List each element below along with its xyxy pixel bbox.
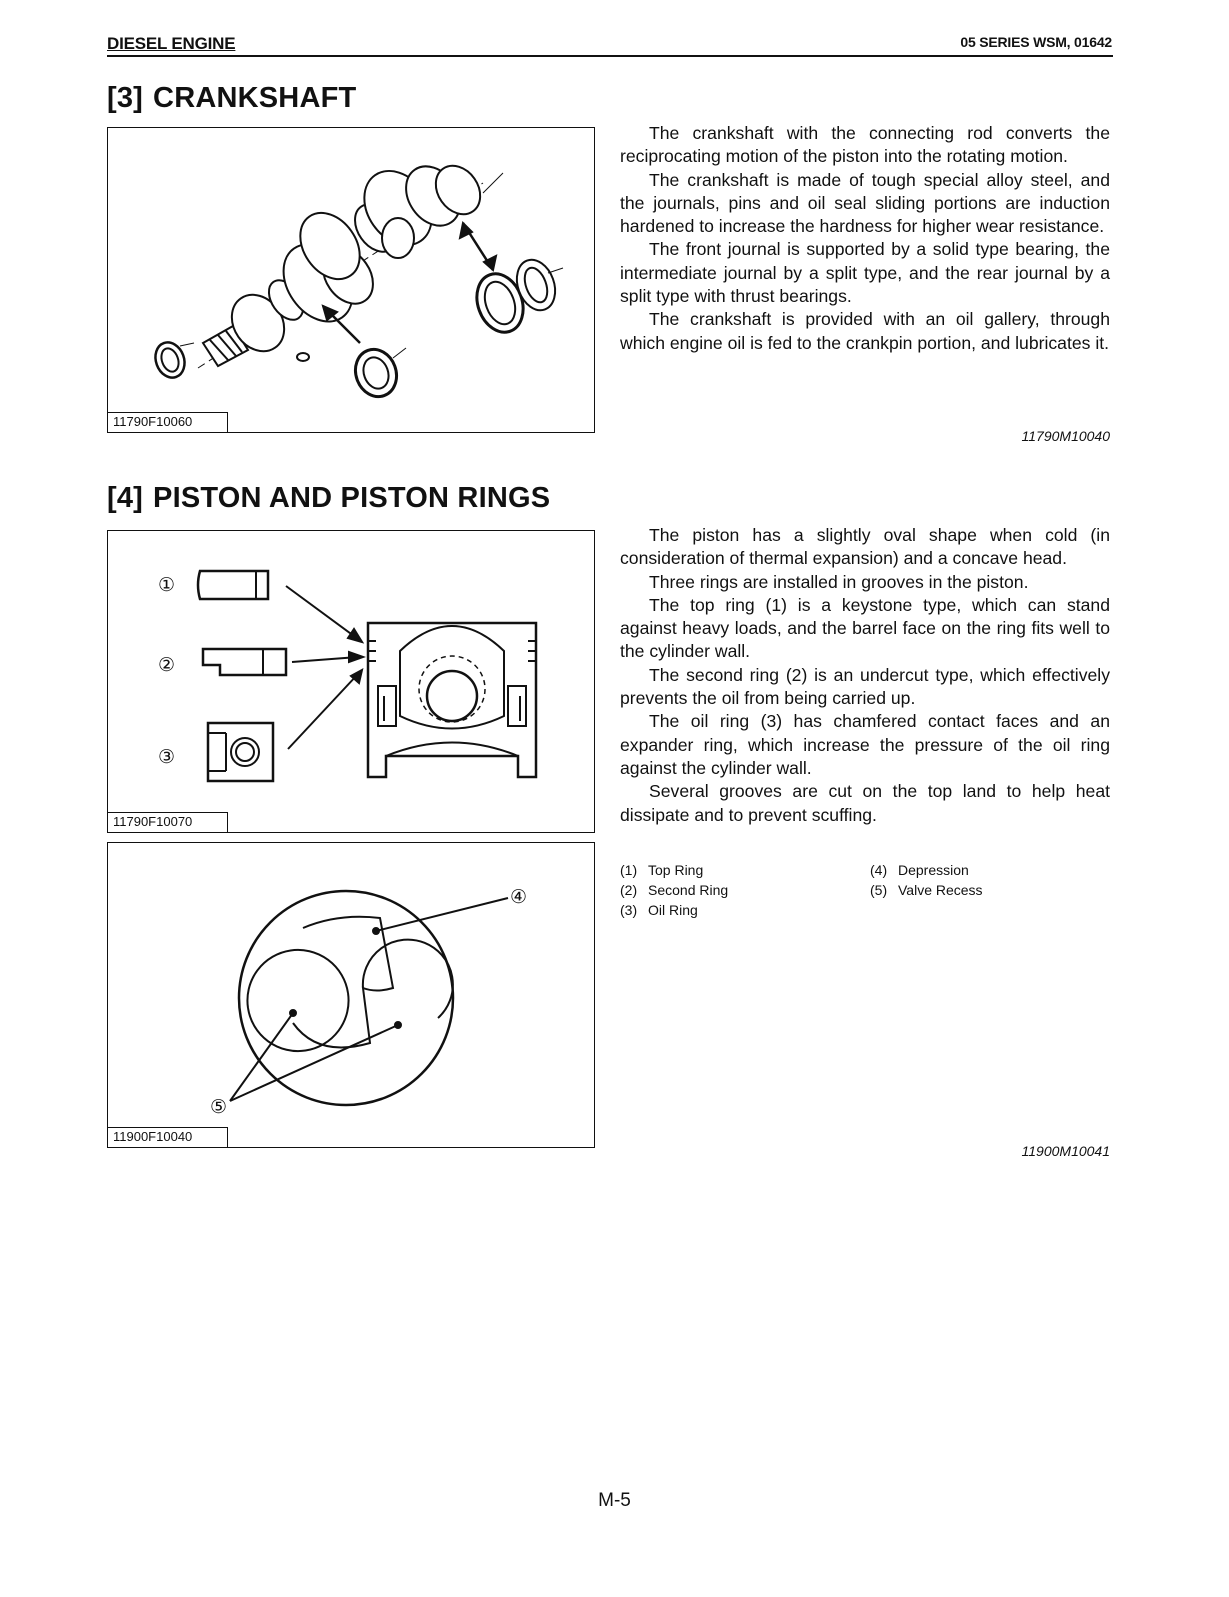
section-title-text: CRANKSHAFT: [153, 82, 357, 114]
figure-code: 11790F10070: [113, 814, 193, 829]
section-title-crankshaft: [3] CRANKSHAFT: [107, 82, 356, 115]
callout-3: ③: [158, 746, 175, 768]
section-number: [3]: [107, 82, 144, 114]
figure-piston-head: ④ ⑤ 11900F10040: [107, 842, 595, 1148]
legend-item: (2) Second Ring: [620, 880, 860, 900]
crankshaft-description: The crankshaft with the connecting rod c…: [620, 122, 1110, 355]
figure-code: 11900F10040: [113, 1129, 193, 1144]
figure-code: 11790F10060: [113, 414, 193, 429]
paragraph: The top ring (1) is a keystone type, whi…: [620, 594, 1110, 662]
legend-label: Depression: [898, 862, 969, 878]
header-right-title: 05 SERIES WSM, 01642: [960, 34, 1112, 50]
paragraph: The crankshaft with the connecting rod c…: [620, 123, 1110, 167]
paragraph: Three rings are installed in grooves in …: [649, 571, 1029, 592]
section-title-piston: [4] PISTON AND PISTON RINGS: [107, 482, 550, 515]
legend-label: Top Ring: [648, 862, 704, 878]
figure-code-frame: [108, 412, 228, 432]
legend-number: (1): [620, 862, 638, 878]
crankshaft-illustration: [154, 164, 564, 399]
piston-description: The piston has a slightly oval shape whe…: [620, 524, 1110, 827]
paragraph: The oil ring (3) has chamfered contact f…: [620, 711, 1110, 778]
legend-number: (2): [620, 882, 638, 898]
legend-label: Second Ring: [648, 882, 729, 898]
legend-item: (5) Valve Recess: [870, 880, 1110, 900]
paragraph: The crankshaft is made of tough special …: [620, 169, 1110, 237]
legend-number: (4): [870, 862, 888, 878]
legend-item: (1) Top Ring: [620, 860, 860, 880]
header-rule: [107, 55, 1113, 57]
paragraph: The piston has a slightly oval shape whe…: [620, 525, 1110, 569]
legend-number: (5): [870, 882, 888, 898]
reference-code: 11900M10041: [1021, 1143, 1110, 1159]
paragraph: The crankshaft is provided with an oil g…: [620, 309, 1110, 353]
piston-head-illustration: ④ ⑤: [210, 886, 527, 1118]
legend-label: Valve Recess: [898, 882, 983, 898]
figure-code-frame: [108, 812, 228, 832]
page-number: M-5: [598, 1490, 631, 1511]
legend-label: Oil Ring: [648, 902, 698, 918]
callout-5: ⑤: [210, 1096, 227, 1118]
callout-4: ④: [510, 886, 527, 908]
piston-rings-illustration: ① ② ③: [158, 569, 538, 783]
figure-code-frame: [108, 1127, 228, 1147]
section-title-text: PISTON AND PISTON RINGS: [153, 482, 551, 514]
paragraph: Several grooves are cut on the top land …: [620, 781, 1110, 825]
legend-item: (4) Depression: [870, 860, 1110, 880]
legend-right-column: (4) Depression (5) Valve Recess: [870, 860, 1110, 900]
paragraph: The front journal is supported by a soli…: [620, 239, 1110, 307]
legend-left-column: (1) Top Ring (2) Second Ring (3) Oil Ring: [620, 860, 860, 920]
paragraph: The second ring (2) is an undercut type,…: [620, 664, 1110, 709]
legend-item: (3) Oil Ring: [620, 900, 860, 920]
callout-1: ①: [158, 574, 175, 596]
callout-2: ②: [158, 654, 175, 676]
figure-crankshaft: 11790F10060: [107, 127, 595, 433]
reference-code: 11790M10040: [1021, 428, 1110, 444]
figure-piston-rings: ① ② ③ 11790F10070: [107, 530, 595, 833]
legend-number: (3): [620, 902, 638, 918]
header-left-title: DIESEL ENGINE: [107, 34, 236, 53]
section-number: [4]: [107, 482, 144, 514]
